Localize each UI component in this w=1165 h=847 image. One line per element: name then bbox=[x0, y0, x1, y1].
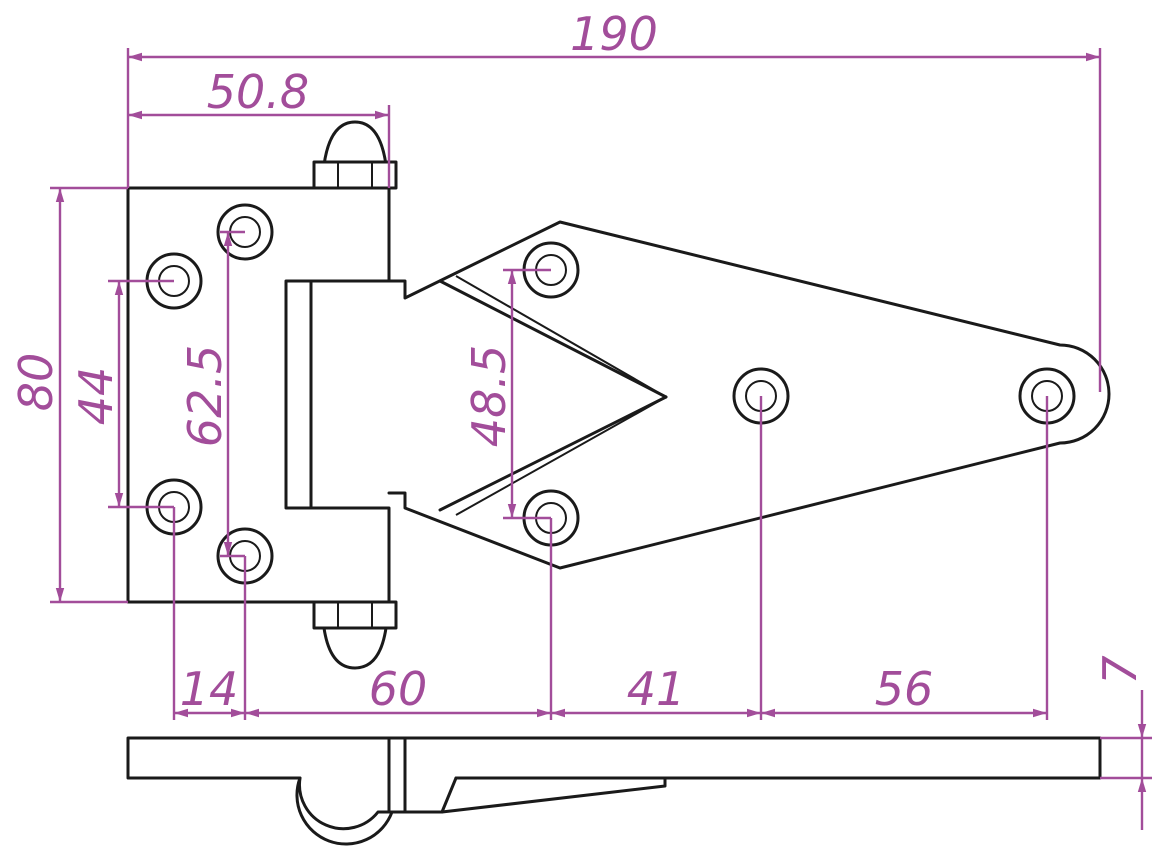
dim-gap-3: 41 bbox=[627, 662, 686, 716]
dim-outer-hole-spacing: 62.5 bbox=[178, 345, 232, 447]
dim-gap-1: 14 bbox=[180, 662, 239, 716]
dimension-labels: 190 50.8 80 44 62.5 48.5 14 60 41 56 7 bbox=[9, 7, 1147, 716]
bottom-cap-nut-dome bbox=[322, 626, 388, 670]
strap-bevel-top-b bbox=[455, 275, 667, 398]
plate-leaf bbox=[126, 186, 391, 604]
dim-overall-length: 190 bbox=[570, 7, 658, 61]
strap-bevel-bottom-b bbox=[455, 396, 667, 516]
dim-thickness: 7 bbox=[1093, 655, 1147, 684]
dim-strap-hole-spacing: 48.5 bbox=[462, 345, 516, 447]
side-strap-wedge bbox=[440, 776, 667, 814]
hinge-top-view bbox=[126, 120, 1111, 670]
bottom-cap-nut bbox=[312, 600, 398, 630]
top-cap-nut-dome bbox=[322, 120, 388, 167]
dimension-lines bbox=[50, 48, 1152, 830]
hinge-side-view bbox=[126, 736, 1102, 846]
strap-bevel-bottom-a bbox=[438, 395, 668, 512]
side-knuckle bbox=[298, 776, 394, 831]
dim-leaf-width: 50.8 bbox=[207, 65, 309, 119]
strap-leaf bbox=[387, 220, 1111, 570]
dim-gap-4: 56 bbox=[875, 662, 934, 716]
dim-leaf-height: 80 bbox=[9, 353, 63, 412]
dim-inner-hole-spacing: 44 bbox=[69, 367, 123, 426]
top-cap-nut bbox=[312, 160, 398, 190]
dim-gap-2: 60 bbox=[369, 662, 428, 716]
strap-bevel-top-a bbox=[438, 279, 668, 399]
